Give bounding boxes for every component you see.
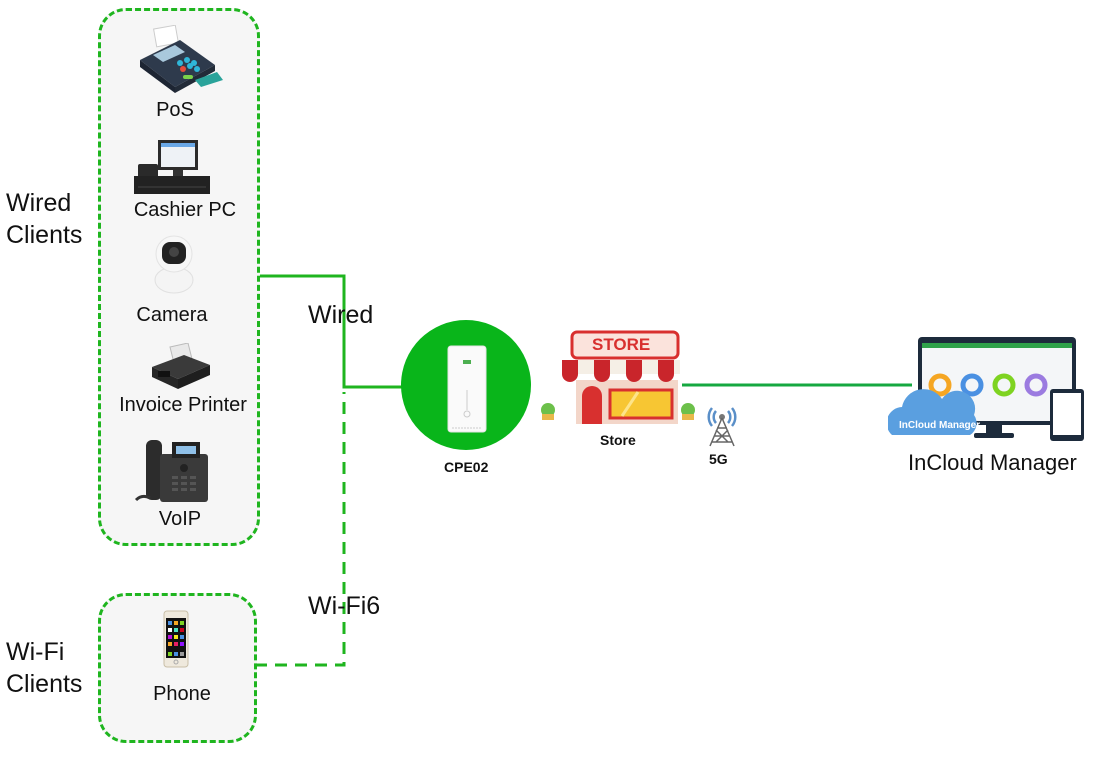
store-label: Store <box>600 432 636 448</box>
phone-label: Phone <box>153 683 211 705</box>
incloud-manager-label: InCloud Manager <box>908 450 1077 475</box>
voip-label: VoIP <box>158 508 202 530</box>
cell-tower-icon <box>702 400 742 448</box>
receipt-printer-icon <box>148 343 214 391</box>
storefront-icon <box>538 330 702 426</box>
wired-clients-title: Wired Clients <box>6 187 82 251</box>
wired-link-label: Wired <box>308 301 374 329</box>
cloud-dashboard-icon <box>888 335 1088 447</box>
wifi-title-line1: Wi-Fi <box>6 638 65 666</box>
ip-phone-icon <box>132 438 212 506</box>
cloud-badge-text: InCloud Manager <box>899 420 981 431</box>
wifi-link-label: Wi-Fi6 <box>308 592 381 620</box>
invoice-printer-label: Invoice Printer <box>119 394 247 416</box>
cashier-pc-label: Cashier PC <box>133 199 237 221</box>
cpe-router-icon <box>401 320 531 450</box>
wifi-link-line <box>255 392 346 667</box>
cash-register-icon <box>132 138 212 196</box>
camera-label: Camera <box>136 304 208 326</box>
pos-terminal-icon <box>135 25 225 95</box>
wired-title-line2: Clients <box>6 221 83 249</box>
wired-link-line <box>258 274 405 389</box>
smartphone-icon <box>163 610 189 668</box>
5g-label: 5G <box>709 451 728 467</box>
security-camera-icon <box>152 232 196 294</box>
wifi-clients-title: Wi-Fi Clients <box>6 636 82 700</box>
wifi-title-line2: Clients <box>6 670 83 698</box>
store-sign-text: STORE <box>592 335 651 354</box>
cpe-label: CPE02 <box>444 459 489 475</box>
wired-title-line1: Wired <box>6 189 72 217</box>
pos-label: PoS <box>156 99 194 121</box>
wifi-clients-group <box>98 593 257 743</box>
